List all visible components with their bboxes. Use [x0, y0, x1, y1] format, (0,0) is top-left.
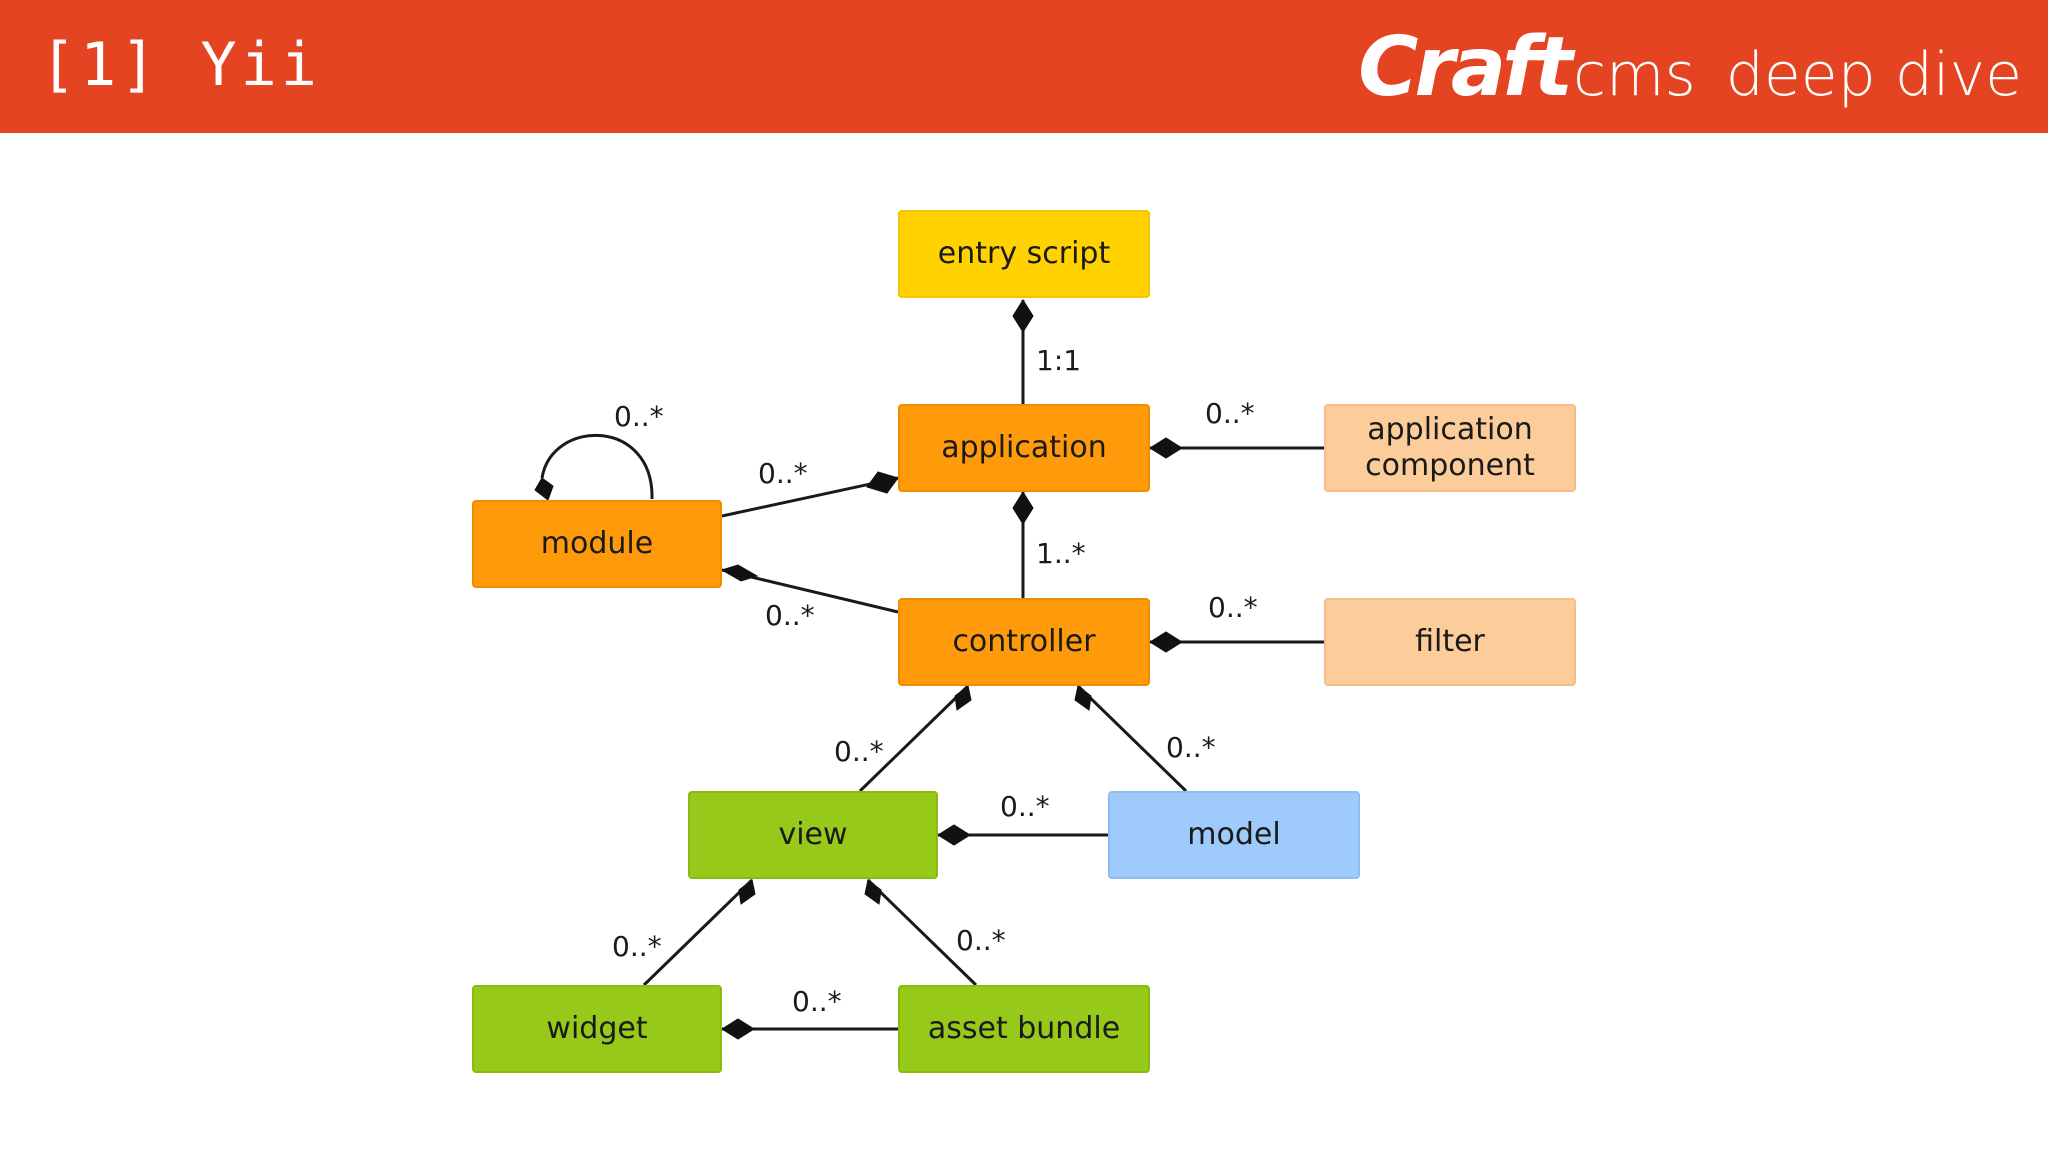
multiplicity-controller-filter: 0..* — [1208, 591, 1258, 624]
aggregation-diamond — [738, 879, 756, 905]
aggregation-diamond — [721, 1018, 755, 1040]
aggregation-diamond — [864, 879, 882, 905]
brand-cms: cms — [1573, 40, 1696, 110]
multiplicity-application-controller: 1..* — [1036, 537, 1086, 570]
multiplicity-module-self: 0..* — [614, 400, 664, 433]
aggregation-diamond — [1012, 491, 1034, 525]
multiplicity-application-component: 0..* — [1205, 397, 1255, 430]
node-entry-script: entry script — [898, 210, 1150, 298]
node-label: view — [778, 817, 848, 852]
connector-view-widget — [642, 878, 754, 987]
connector-controller-view — [858, 684, 970, 793]
aggregation-diamond — [1074, 685, 1092, 711]
multiplicity-view-asset-bundle: 0..* — [956, 924, 1006, 957]
multiplicity-controller-model: 0..* — [1166, 731, 1216, 764]
node-label: widget — [546, 1011, 648, 1046]
brand-tagline: deep dive — [1725, 40, 2022, 110]
node-module: module — [472, 500, 722, 588]
aggregation-diamond — [954, 685, 972, 711]
multiplicity-entry-application: 1:1 — [1036, 344, 1082, 377]
node-label: model — [1187, 817, 1281, 852]
multiplicity-view-widget: 0..* — [612, 930, 662, 963]
node-label: module — [540, 526, 654, 561]
slide-title: [1] Yii — [40, 30, 321, 100]
connector-controller-model — [1076, 684, 1188, 793]
node-label: application — [941, 430, 1107, 465]
node-label: application component — [1365, 412, 1535, 483]
node-application-component: application component — [1324, 404, 1576, 492]
aggregation-diamond — [534, 477, 554, 501]
node-label: controller — [952, 624, 1096, 659]
aggregation-diamond — [1012, 299, 1034, 333]
aggregation-diamond — [866, 471, 899, 494]
multiplicity-controller-view: 0..* — [834, 735, 884, 768]
node-widget: widget — [472, 985, 722, 1073]
node-controller: controller — [898, 598, 1150, 686]
connector-view-asset-bundle — [866, 878, 978, 987]
node-filter: filter — [1324, 598, 1576, 686]
brand-craft: Craft — [1358, 20, 1573, 115]
multiplicity-module-application: 0..* — [758, 457, 808, 490]
slide-header: [1] Yii Craftcms deep dive — [0, 0, 2048, 133]
aggregation-diamond — [937, 824, 971, 846]
multiplicity-module-controller: 0..* — [765, 599, 815, 632]
node-application: application — [898, 404, 1150, 492]
brand-logo: Craftcms deep dive — [1358, 20, 2022, 115]
multiplicity-widget-asset-bundle: 0..* — [792, 985, 842, 1018]
connector-module-self — [540, 433, 654, 500]
node-asset-bundle: asset bundle — [898, 985, 1150, 1073]
aggregation-diamond — [1149, 631, 1183, 653]
node-model: model — [1108, 791, 1360, 879]
node-label: entry script — [937, 236, 1111, 271]
node-label: asset bundle — [927, 1011, 1121, 1046]
node-view: view — [688, 791, 938, 879]
node-label: filter — [1415, 624, 1485, 659]
multiplicity-view-model: 0..* — [1000, 790, 1050, 823]
aggregation-diamond — [1149, 437, 1183, 459]
aggregation-diamond — [720, 564, 759, 582]
